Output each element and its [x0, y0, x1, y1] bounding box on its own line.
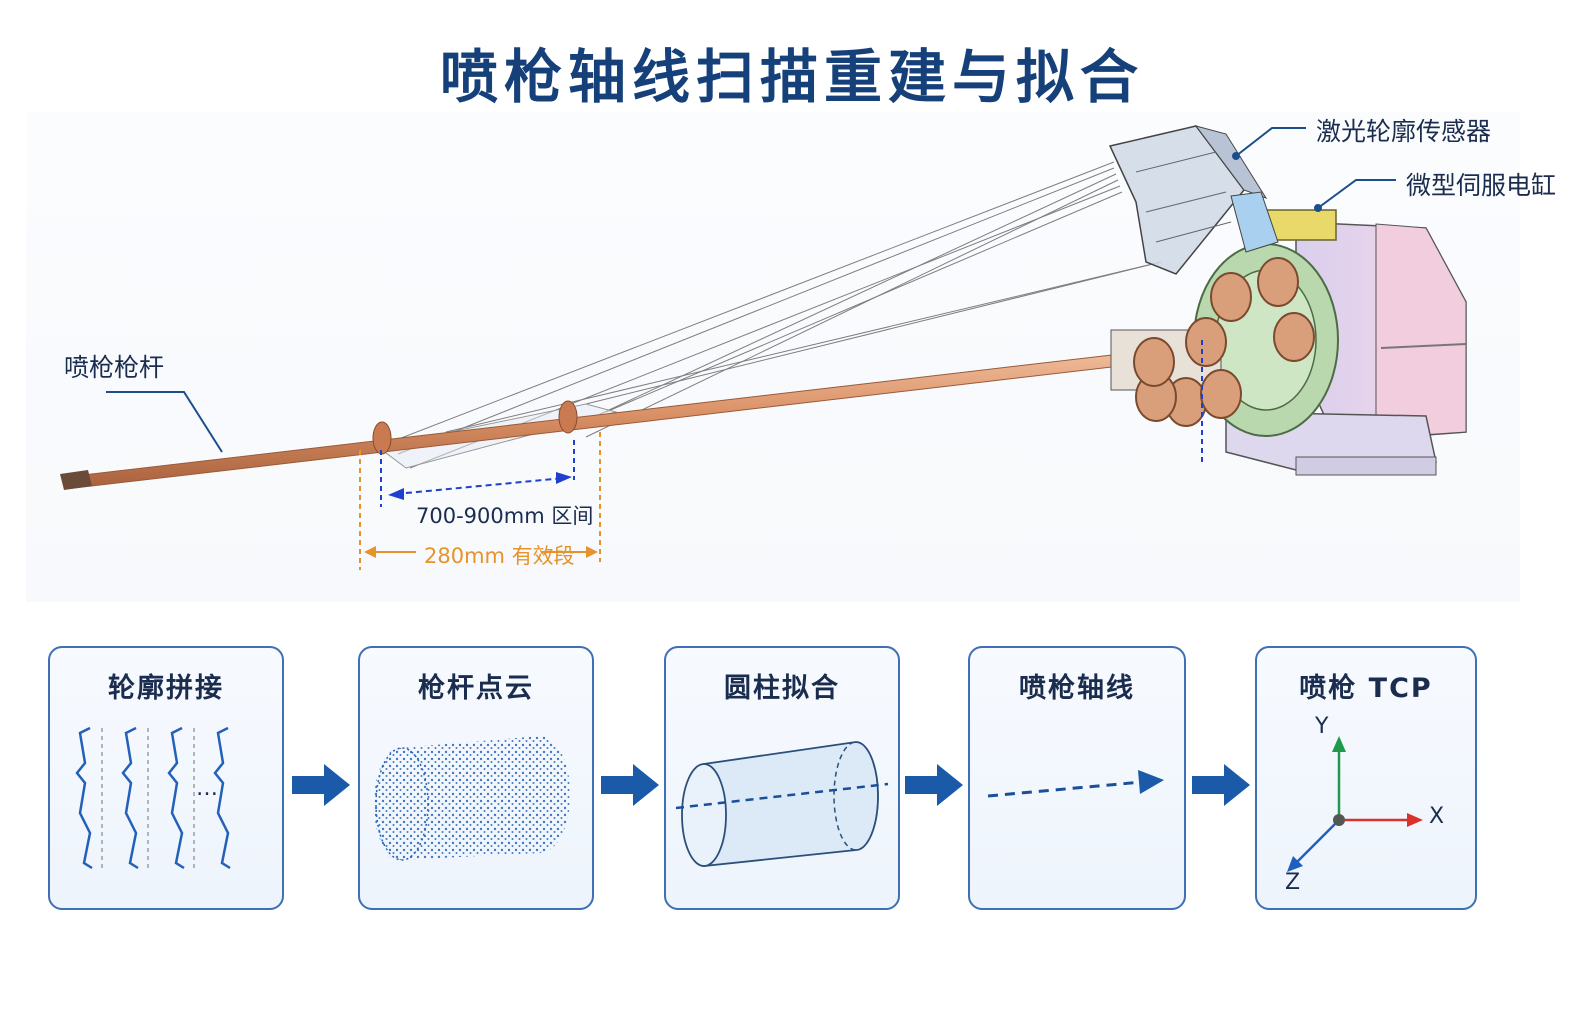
range-dimension: [380, 440, 575, 507]
step-profile-stitching: 轮廓拼接 …: [48, 646, 284, 910]
step-gun-tcp: 喷枪 TCP Y X Z: [1255, 646, 1477, 910]
point-cloud-icon: [374, 736, 571, 861]
axis-x-label: X: [1429, 804, 1445, 829]
callout-lines: [106, 127, 1396, 453]
scan-illustration: [60, 125, 1467, 570]
flow-arrow-icon: [905, 764, 963, 806]
axis-line-icon: [987, 770, 1164, 798]
laser-beams: [376, 161, 1162, 469]
profile-stitching-icon: [75, 726, 231, 870]
step-title: 圆柱拟合: [724, 673, 840, 704]
step-gun-axis: 喷枪轴线: [968, 646, 1186, 910]
axis-z-label: Z: [1285, 870, 1301, 895]
label-spray-rod: 喷枪枪杆: [64, 353, 165, 382]
step-rod-point-cloud: 枪杆点云: [358, 646, 594, 910]
step-title: 枪杆点云: [418, 673, 534, 704]
spray-gun-rod: [60, 343, 1207, 490]
laser-profile-sensor: [1108, 125, 1279, 275]
effective-dimension: [359, 432, 601, 570]
step-cylinder-fitting: 圆柱拟合: [664, 646, 900, 910]
scan-scene: 激光轮廓传感器 微型伺服电缸 喷枪枪杆 700-900mm 区间 280mm 有…: [26, 112, 1556, 602]
cylinder-fit-icon: [675, 741, 889, 867]
step-title: 喷枪 TCP: [1299, 673, 1433, 704]
flow-arrow-icon: [292, 764, 350, 806]
flow-arrow-icon: [1192, 764, 1250, 806]
label-laser-sensor: 激光轮廓传感器: [1316, 117, 1492, 146]
label-effective-segment: 280mm 有效段: [424, 544, 575, 568]
page-title: 喷枪轴线扫描重建与拟合: [439, 43, 1144, 111]
servo-motor-assembly: [1110, 209, 1467, 476]
label-servo-cylinder: 微型伺服电缸: [1406, 171, 1557, 200]
label-range: 700-900mm 区间: [416, 504, 594, 528]
axis-y-label: Y: [1315, 714, 1329, 739]
tcp-axes-icon: [1287, 736, 1423, 872]
step-title: 喷枪轴线: [1019, 673, 1135, 704]
step-title: 轮廓拼接: [108, 673, 224, 704]
flow-arrow-icon: [601, 764, 659, 806]
ellipsis: …: [196, 776, 218, 801]
